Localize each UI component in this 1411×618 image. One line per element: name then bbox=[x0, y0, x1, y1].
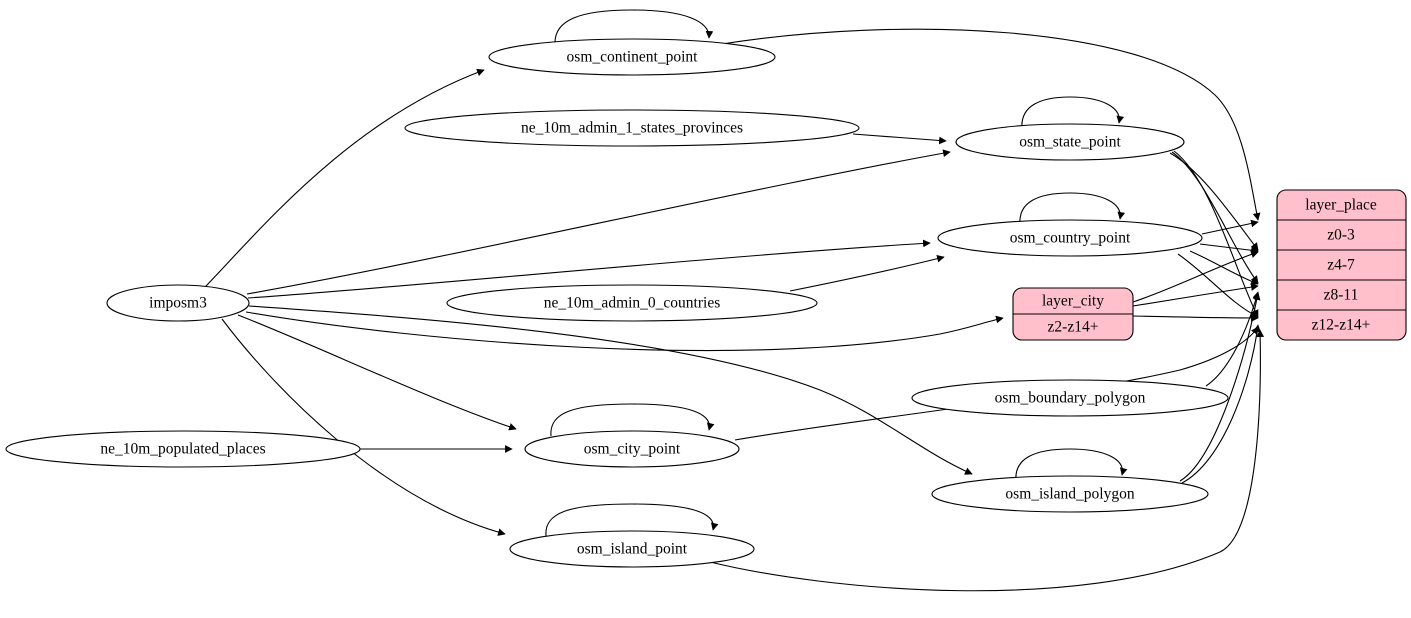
selfloop-osm_island_point bbox=[545, 503, 719, 537]
node-label-ne_10m_admin_1_states_provinces: ne_10m_admin_1_states_provinces bbox=[521, 120, 743, 137]
selfloop-osm_city_point bbox=[550, 403, 715, 437]
node-ne_10m_admin_0_countries[interactable]: ne_10m_admin_0_countries bbox=[446, 284, 818, 322]
edge-osm_state_point-layer_place-z8-11 bbox=[1171, 151, 1259, 284]
node-label-ne_10m_populated_places: ne_10m_populated_places bbox=[100, 441, 265, 458]
edge-imposm3-osm_island_polygon bbox=[248, 305, 973, 475]
edge-osm_island_polygon-layer_place-z12-z14+ bbox=[1181, 324, 1261, 484]
edge-osm_country_point-layer_place-z12-z14+ bbox=[1177, 253, 1259, 318]
edge-imposm3-osm_island_point bbox=[221, 318, 506, 536]
edge-osm_continent_point-layer_place-z0-3 bbox=[721, 28, 1261, 221]
node-osm_boundary_polygon[interactable]: osm_boundary_polygon bbox=[911, 379, 1229, 417]
edge-osm_country_point-layer_place-z4-7 bbox=[1199, 243, 1259, 255]
node-layer: imposm3 ne_10m_populated_places osm_cont… bbox=[5, 38, 1407, 568]
node-label-osm_continent_point: osm_continent_point bbox=[567, 49, 699, 66]
node-osm_continent_point[interactable]: osm_continent_point bbox=[488, 38, 776, 76]
layer_city-title: layer_city bbox=[1042, 293, 1104, 310]
edge-imposm3-osm_continent_point bbox=[204, 68, 485, 288]
node-label-osm_island_point: osm_island_point bbox=[577, 541, 688, 558]
node-label-osm_island_polygon: osm_island_polygon bbox=[1005, 486, 1134, 503]
node-osm_state_point[interactable]: osm_state_point bbox=[955, 123, 1185, 161]
selfloop-osm_island_polygon bbox=[1015, 448, 1128, 482]
edge-layer_city-layer_place-z4-7 bbox=[1132, 250, 1259, 303]
edge-osm_state_point-layer_place-z4-7 bbox=[1169, 152, 1259, 251]
edge-ne_10m_admin_1_states_provinces-osm_state_point bbox=[852, 133, 947, 145]
layer_city-port-z2-z14[interactable]: z2-z14+ bbox=[1048, 319, 1099, 336]
edge-osm_state_point-layer_place-z12-z14+ bbox=[1173, 150, 1259, 318]
edge-layer_city-layer_place-z8-11 bbox=[1132, 283, 1259, 307]
node-osm_city_point[interactable]: osm_city_point bbox=[524, 430, 740, 468]
selfloop-osm_country_point bbox=[1019, 192, 1126, 226]
edge-osm_boundary_polygon-layer_place-z8-11 bbox=[1205, 291, 1260, 387]
node-imposm3[interactable]: imposm3 bbox=[106, 284, 250, 322]
edge-imposm3-osm_country_point bbox=[247, 239, 931, 299]
edge-ne_10m_admin_0_countries-osm_country_point bbox=[789, 254, 945, 292]
edge-imposm3-osm_city_point bbox=[237, 314, 517, 431]
layer_place-title: layer_place bbox=[1305, 197, 1377, 214]
node-ne_10m_populated_places[interactable]: ne_10m_populated_places bbox=[5, 430, 361, 468]
node-label-osm_boundary_polygon: osm_boundary_polygon bbox=[995, 390, 1146, 407]
node-label-osm_state_point: osm_state_point bbox=[1019, 134, 1121, 151]
layer_place-port-z12-z14[interactable]: z12-z14+ bbox=[1312, 317, 1371, 334]
self-loop-layer bbox=[545, 9, 1128, 537]
edge-imposm3-osm_state_point bbox=[246, 149, 951, 295]
selfloop-osm_continent_point bbox=[554, 9, 714, 45]
selfloop-osm_state_point bbox=[1021, 96, 1125, 130]
node-osm_island_point[interactable]: osm_island_point bbox=[509, 530, 755, 568]
layer_place-port-z8-11[interactable]: z8-11 bbox=[1324, 287, 1359, 304]
node-label-imposm3: imposm3 bbox=[149, 295, 207, 312]
edge-imposm3-layer_city bbox=[245, 311, 1004, 352]
node-layer_place[interactable]: layer_place z0-3 z4-7 z8-11 z12-z14+ bbox=[1276, 189, 1407, 341]
edge-osm_island_point-layer_place-z12-z14+ bbox=[705, 329, 1265, 592]
edge-osm_country_point-layer_place-z0-3 bbox=[1201, 219, 1259, 235]
node-osm_country_point[interactable]: osm_country_point bbox=[937, 219, 1203, 257]
edge-osm_country_point-layer_place-z8-11 bbox=[1189, 250, 1259, 286]
layer_place-port-z4-7[interactable]: z4-7 bbox=[1327, 257, 1355, 274]
node-label-osm_country_point: osm_country_point bbox=[1010, 230, 1131, 247]
node-label-osm_city_point: osm_city_point bbox=[584, 441, 681, 458]
node-label-ne_10m_admin_0_countries: ne_10m_admin_0_countries bbox=[544, 295, 721, 312]
node-ne_10m_admin_1_states_provinces[interactable]: ne_10m_admin_1_states_provinces bbox=[404, 109, 860, 147]
edge-osm_island_polygon-layer_place-z8-11 bbox=[1179, 292, 1261, 482]
node-layer_city[interactable]: layer_city z2-z14+ bbox=[1012, 287, 1134, 341]
layer_place-port-z0-3[interactable]: z0-3 bbox=[1327, 227, 1355, 244]
node-osm_island_polygon[interactable]: osm_island_polygon bbox=[931, 475, 1209, 513]
edge-layer_city-layer_place-z12-z14+ bbox=[1132, 314, 1259, 322]
